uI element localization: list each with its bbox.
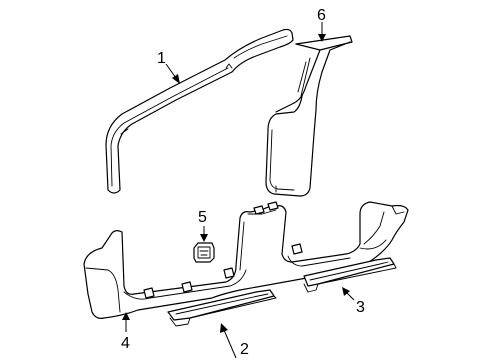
leader-5 [200, 226, 208, 242]
part-3-rear-sill-plate [303, 257, 397, 293]
callout-1: 1 [157, 50, 166, 67]
part-1-roof-rail-molding [105, 28, 294, 194]
callout-2: 2 [240, 341, 249, 358]
callout-5: 5 [198, 209, 207, 226]
leader-3 [342, 287, 355, 301]
leader-1 [165, 63, 180, 84]
callout-4: 4 [121, 335, 130, 352]
leader-4 [122, 312, 130, 332]
callout-3: 3 [356, 299, 365, 316]
part-2-front-sill-plate [167, 289, 277, 327]
part-5-retainer-clip [193, 242, 215, 263]
part-6-center-pillar-trim [265, 35, 353, 197]
leader-6 [318, 22, 326, 42]
callout-6: 6 [317, 7, 326, 24]
part-4-rocker-sill-molding [83, 201, 409, 319]
leader-2 [220, 323, 237, 359]
